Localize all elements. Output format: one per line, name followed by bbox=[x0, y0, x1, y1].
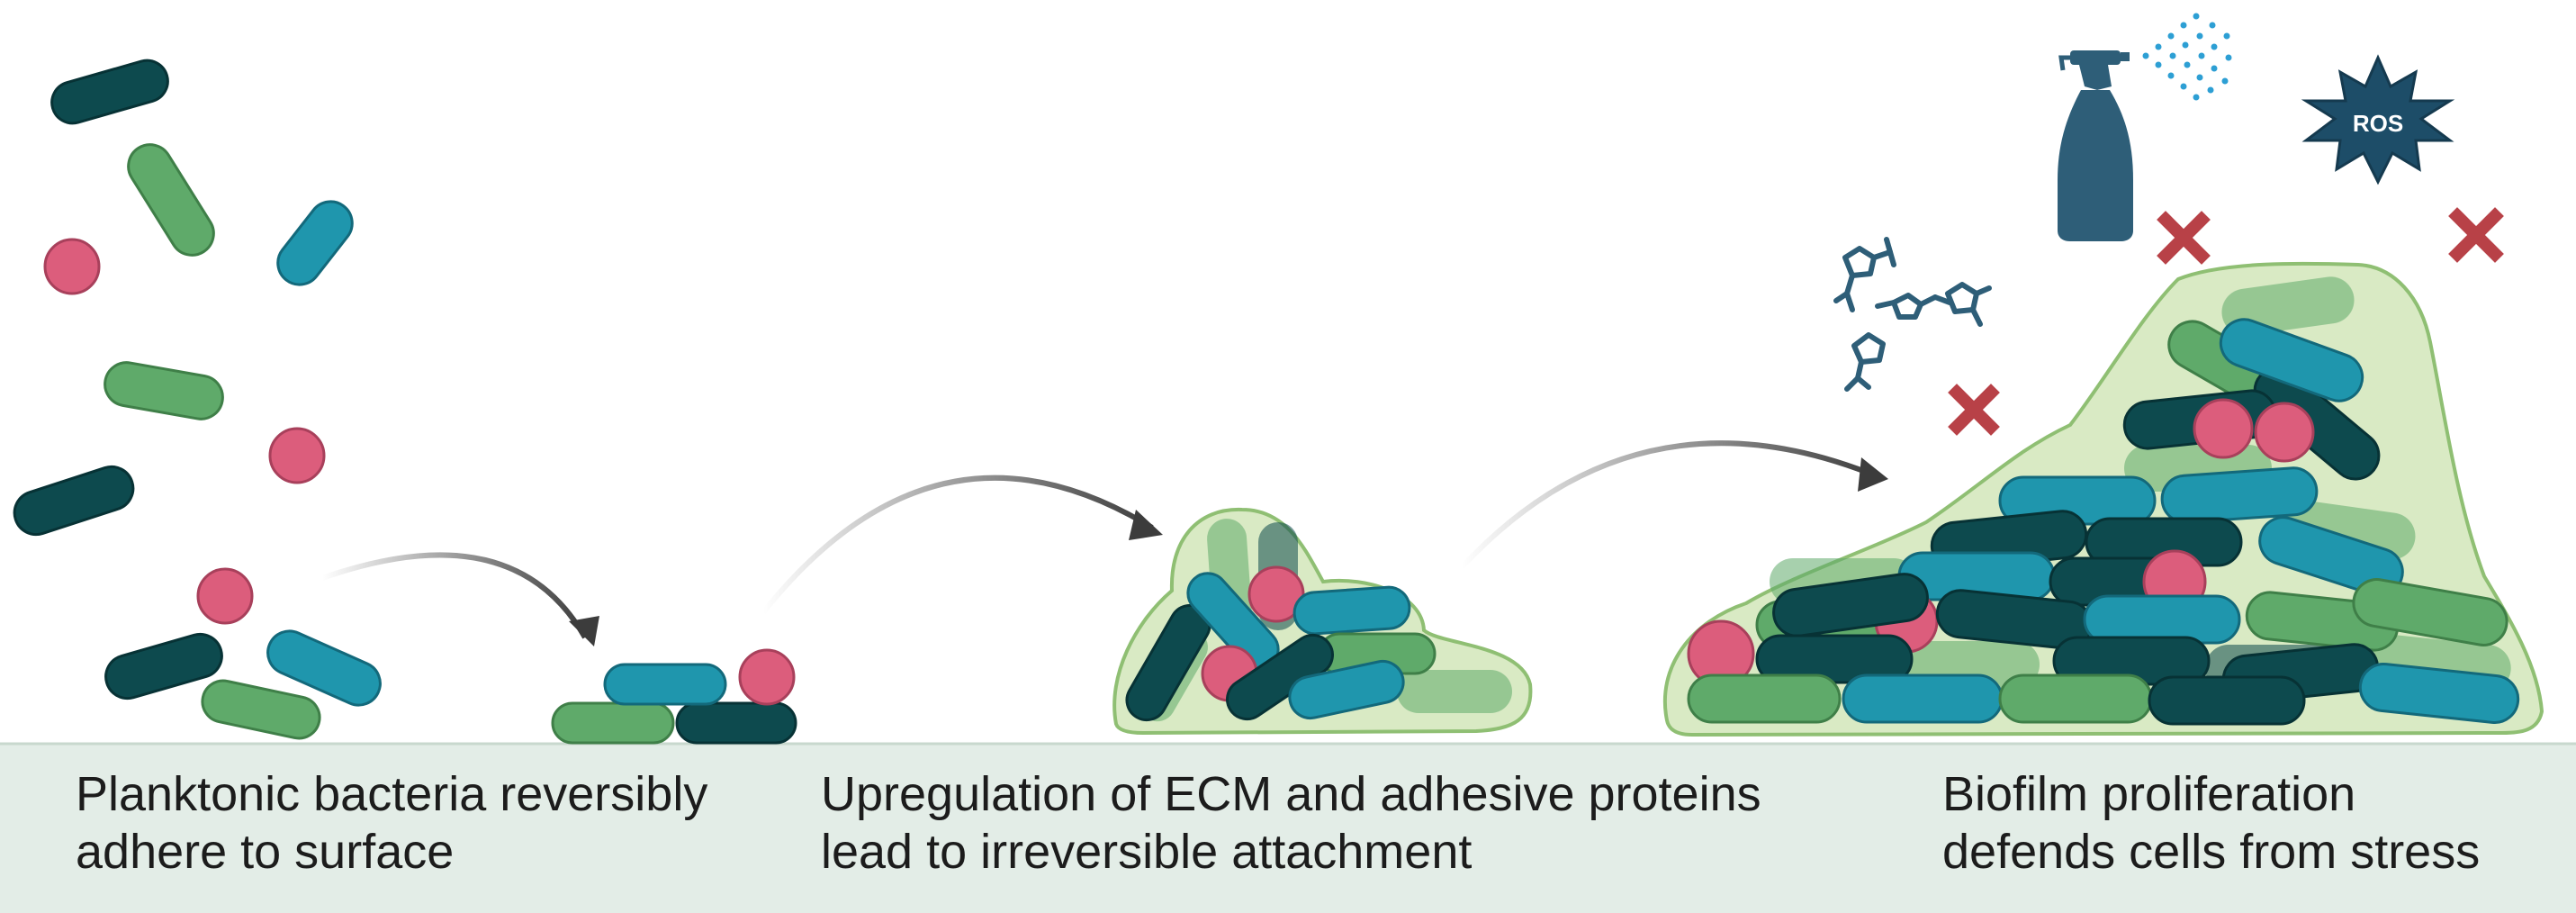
arrow-1 bbox=[321, 552, 588, 639]
ros-label: ROS bbox=[2353, 110, 2403, 137]
arrow-1-head bbox=[569, 616, 599, 646]
arrow-3-head bbox=[1858, 457, 1888, 492]
stage-2-caption-line1: Upregulation of ECM and adhesive protein… bbox=[821, 767, 1761, 821]
surface-band bbox=[0, 744, 2576, 913]
attached-cells bbox=[551, 648, 797, 745]
stage-1-caption-line1: Planktonic bacteria reversibly bbox=[76, 767, 708, 821]
stage-1-caption: Planktonic bacteria reversibly adhere to… bbox=[76, 765, 707, 881]
spray-bottle-icon bbox=[2058, 50, 2133, 241]
stage-3-caption: Biofilm proliferation defends cells from… bbox=[1942, 765, 2480, 881]
stage-3-caption-line1: Biofilm proliferation bbox=[1942, 767, 2356, 821]
ros-burst-icon: ROS bbox=[2301, 54, 2455, 185]
stage-3-caption-line2: defends cells from stress bbox=[1942, 825, 2481, 879]
arrow-2-head bbox=[1129, 510, 1163, 540]
planktonic-cells bbox=[13, 59, 382, 740]
stage-2-caption-line2: lead to irreversible attachment bbox=[821, 825, 1473, 879]
microcolony bbox=[1112, 507, 1533, 736]
stage-1-caption-line2: adhere to surface bbox=[76, 825, 455, 879]
arrow-2 bbox=[761, 475, 1154, 614]
spray-mist bbox=[2142, 13, 2232, 101]
stage-2-caption: Upregulation of ECM and adhesive protein… bbox=[821, 765, 1761, 881]
blocked-x-icon bbox=[1948, 207, 2504, 436]
arrow-3 bbox=[1459, 440, 1881, 570]
antibiotic-molecule-icon bbox=[1833, 237, 1992, 392]
mature-biofilm bbox=[1662, 261, 2544, 737]
